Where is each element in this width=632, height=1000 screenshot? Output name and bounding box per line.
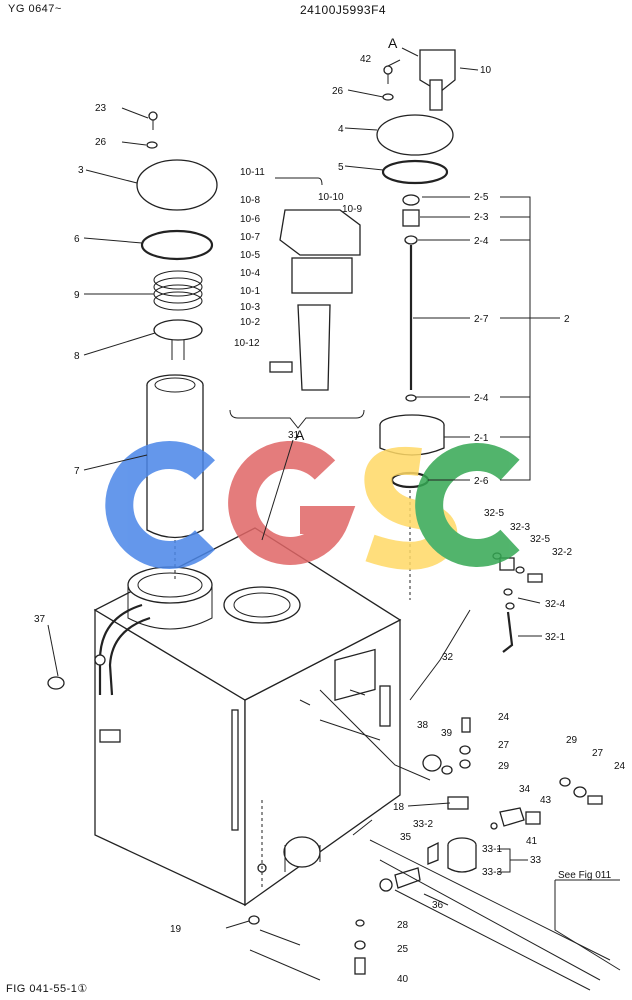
- callout-8: 8: [74, 351, 80, 362]
- callout-26: 26: [332, 86, 344, 97]
- callout-10-8: 10-8: [240, 195, 260, 206]
- callout-29: 29: [498, 761, 510, 772]
- figure-reference: FIG 041-55-1①: [6, 983, 88, 995]
- callout-10-9: 10-9: [342, 204, 362, 215]
- callout-7: 7: [74, 466, 80, 477]
- callout-10-2: 10-2: [240, 317, 260, 328]
- callout-25: 25: [397, 944, 409, 955]
- callout-32: 32: [442, 652, 454, 663]
- callout-38: 38: [417, 720, 429, 731]
- callout-6: 6: [74, 234, 80, 245]
- watermark-letter-c1: [105, 441, 215, 569]
- callout-33: 33: [530, 855, 542, 866]
- callout-9: 9: [74, 290, 80, 301]
- callout-28: 28: [397, 920, 409, 931]
- detail-a-label: A: [295, 427, 305, 443]
- watermark-letter-g: [228, 441, 356, 565]
- callout-labels: 42 26 10 4 5 23 26 3 6 9 8 7 10-11 10-10…: [34, 54, 626, 985]
- watermark-letter-c2: [415, 443, 520, 567]
- hydraulic-tank: [93, 527, 471, 907]
- callout-32-4: 32-4: [545, 599, 565, 610]
- callout-26-left: 26: [95, 137, 107, 148]
- callout-2-6: 2-6: [474, 476, 489, 487]
- callout-4: 4: [338, 124, 344, 135]
- callout-27: 27: [498, 740, 510, 751]
- callout-2-5: 2-5: [474, 192, 489, 203]
- callout-43: 43: [540, 795, 552, 806]
- callout-37: 37: [34, 614, 46, 625]
- callout-35: 35: [400, 832, 412, 843]
- callout-42: 42: [360, 54, 372, 65]
- callout-10-5: 10-5: [240, 250, 260, 261]
- callout-10-12: 10-12: [234, 338, 260, 349]
- callout-33-3: 33-3: [482, 867, 502, 878]
- callout-2-4-bottom: 2-4: [474, 393, 489, 404]
- callout-23: 23: [95, 103, 107, 114]
- callout-10-10: 10-10: [318, 192, 344, 203]
- callout-18: 18: [393, 802, 405, 813]
- cgsc-watermark: [105, 441, 520, 570]
- filter-assembly-left: [136, 111, 218, 580]
- callout-39: 39: [441, 728, 453, 739]
- callout-32-2: 32-2: [552, 547, 572, 558]
- callout-31: 31: [288, 430, 300, 441]
- callout-10-1: 10-1: [240, 286, 260, 297]
- callout-19: 19: [170, 924, 182, 935]
- filter-assembly-right: A: [376, 35, 456, 600]
- model-code: YG 0647~: [8, 3, 62, 15]
- callout-34: 34: [519, 784, 531, 795]
- callout-10-3: 10-3: [240, 302, 260, 313]
- detail-view-a: A: [229, 177, 365, 443]
- callout-2-4-top: 2-4: [474, 236, 489, 247]
- callout-41: 41: [526, 836, 538, 847]
- callout-32-5-top: 32-5: [484, 508, 504, 519]
- callout-2-7: 2-7: [474, 314, 489, 325]
- callout-32-3: 32-3: [510, 522, 530, 533]
- callout-33-1: 33-1: [482, 844, 502, 855]
- leader-lines: [47, 59, 560, 929]
- callout-32-1: 32-1: [545, 632, 565, 643]
- frame-reference: [249, 839, 621, 991]
- callout-2: 2: [564, 314, 570, 325]
- callout-10: 10: [480, 65, 492, 76]
- callout-3: 3: [78, 165, 84, 176]
- callout-40: 40: [397, 974, 409, 985]
- callout-10-11: 10-11: [240, 167, 265, 178]
- callout-10-7: 10-7: [240, 232, 260, 243]
- fittings-and-valves: [47, 552, 603, 975]
- callout-24-right: 24: [614, 761, 626, 772]
- view-a-arrow-label: A: [388, 35, 398, 51]
- callout-33-2: 33-2: [413, 819, 433, 830]
- callout-5: 5: [338, 162, 344, 173]
- callout-24: 24: [498, 712, 510, 723]
- callout-10-4: 10-4: [240, 268, 260, 279]
- callout-32-5: 32-5: [530, 534, 550, 545]
- callout-36: 36: [432, 900, 444, 911]
- callout-10-6: 10-6: [240, 214, 260, 225]
- callout-2-1: 2-1: [474, 433, 489, 444]
- callout-29-right: 29: [566, 735, 578, 746]
- callout-27-right: 27: [592, 748, 604, 759]
- see-fig-reference: See Fig 011: [558, 870, 612, 881]
- document-number: 24100J5993F4: [300, 3, 387, 17]
- callout-2-3: 2-3: [474, 212, 489, 223]
